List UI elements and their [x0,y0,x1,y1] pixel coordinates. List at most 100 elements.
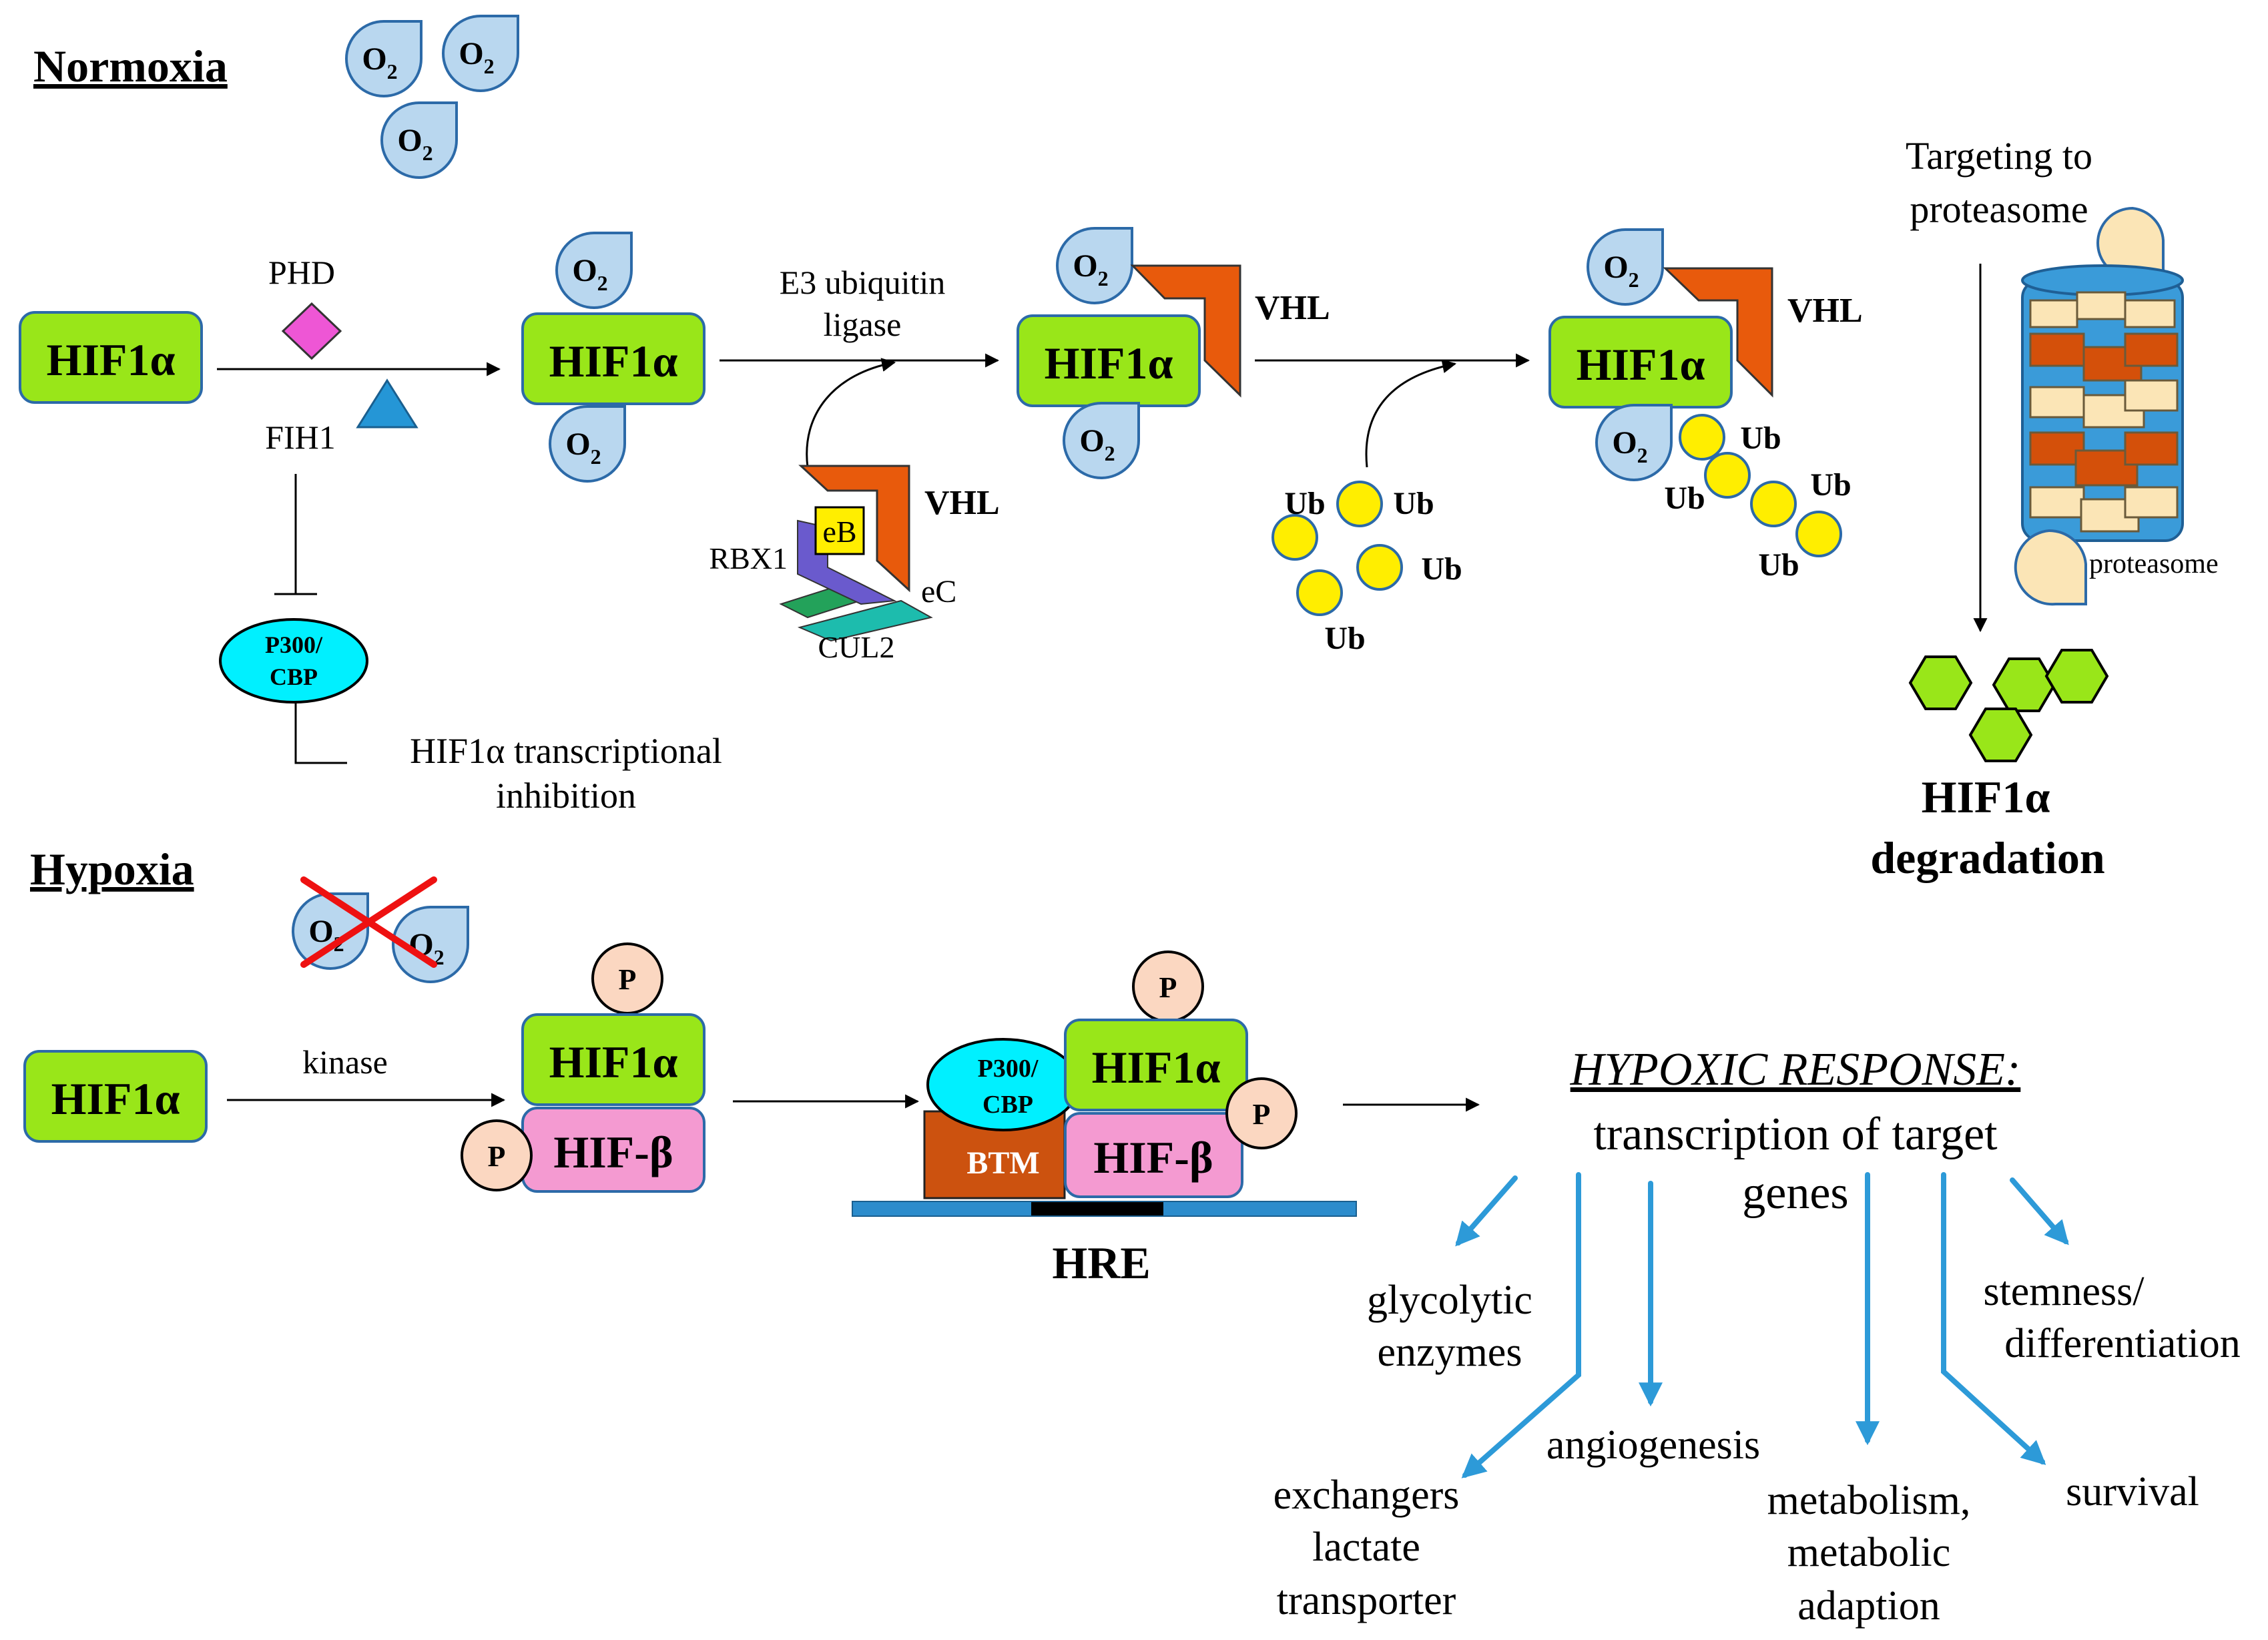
outcome-survival: survival [2066,1469,2199,1515]
svg-text:HIF1α: HIF1α [1092,1042,1221,1093]
outcome-metabolism-2: metabolic [1787,1530,1950,1575]
response-subtitle: transcription of target [1593,1109,1998,1160]
hif1a-box: HIF1α [521,312,705,405]
fih1-label: FIH1 [265,419,336,456]
o2-icon: O2 [380,101,458,179]
o2-icon: O2 [555,232,633,309]
response-subtitle-2: genes [1742,1167,1848,1219]
svg-text:P300/: P300/ [978,1055,1039,1083]
hif1a-box: HIF1α [19,311,203,404]
inhibition-text-2: inhibition [496,776,636,816]
svg-text:CBP: CBP [982,1091,1033,1119]
o2-icon: O2 [442,15,519,92]
hre-element [1031,1202,1163,1215]
p300-cbp-ellipse: P300/ CBP [926,1038,1080,1131]
o2-icon: O2 [1595,404,1673,481]
ub-label: Ub [1664,481,1705,516]
svg-text:HIF1α: HIF1α [51,1073,180,1124]
svg-text:O2: O2 [1612,425,1647,467]
e3-label: E3 ubiquitin [780,264,946,301]
ub-bead-icon [1356,544,1403,591]
outcome-glycolytic-2: enzymes [1378,1330,1522,1375]
degradation-title-2: degradation [1870,832,2104,883]
ub-label: Ub [1810,467,1851,503]
svg-text:O2: O2 [1073,248,1108,290]
e3-ligase-complex: eB [779,465,933,642]
svg-text:O2: O2 [1603,250,1639,292]
inhibition-text: HIF1α transcriptional [410,731,722,771]
kinase-label: kinase [302,1043,388,1081]
p300-cbp-ellipse: P300/ CBP [219,618,368,704]
ub-bead-icon [1271,514,1318,561]
ec-label: eC [921,574,956,609]
hif1a-box: HIF1α [1064,1019,1248,1111]
ub-label: Ub [1324,621,1365,656]
fih1-triangle-icon [356,378,418,429]
svg-text:P300/: P300/ [265,631,323,658]
svg-text:P: P [488,1140,506,1173]
vhl-label: VHL [1255,289,1330,327]
cross-icon [300,876,437,968]
ub-label: Ub [1284,486,1325,521]
vhl-chevron-icon [1130,264,1241,398]
outcome-exchangers-3: transporter [1277,1578,1456,1623]
svg-text:HIF1α: HIF1α [47,334,176,385]
proteasome-label: proteasome [2089,549,2219,579]
ub-label: Ub [1758,547,1799,583]
hifb-box: HIF-β [521,1107,705,1193]
hypoxia-title: Hypoxia [30,844,194,894]
svg-text:eB: eB [822,515,856,549]
svg-text:P: P [619,963,637,996]
outcome-exchangers: exchangers [1273,1472,1460,1518]
svg-text:P: P [1253,1098,1271,1131]
svg-text:HIF1α: HIF1α [1577,339,1705,390]
phosphate-circle-icon: P [591,942,663,1015]
cul2-label: CUL2 [818,630,895,664]
inhibition-connector [294,702,347,764]
outcome-angiogenesis: angiogenesis [1546,1422,1760,1468]
hexagon-fragment-icon [1908,649,2109,762]
svg-text:HIF-β: HIF-β [553,1127,673,1177]
hifb-box: HIF-β [1064,1112,1243,1198]
ub-label: Ub [1421,551,1462,587]
degradation-title: HIF1α [1922,772,2050,822]
response-title: HYPOXIC RESPONSE: [1570,1044,2021,1095]
vhl-label: VHL [1787,292,1863,330]
outcome-stemness-2: differentiation [2004,1321,2241,1366]
o2-icon: O2 [345,20,422,97]
outcome-stemness: stemness/ [1983,1269,2145,1314]
svg-text:O2: O2 [362,41,397,83]
svg-text:CBP: CBP [270,663,318,690]
svg-text:HIF1α: HIF1α [549,336,678,386]
hif1a-box: HIF1α [1548,316,1733,408]
e3-label-2: ligase [824,306,902,343]
o2-icon: O2 [1056,227,1133,304]
svg-text:O2: O2 [1079,423,1115,465]
normoxia-title: Normoxia [33,41,228,91]
svg-text:O2: O2 [397,123,433,165]
svg-text:P: P [1159,971,1177,1004]
outcome-metabolism-3: adaption [1797,1583,1940,1629]
svg-text:BTM: BTM [966,1145,1039,1181]
outcome-glycolytic: glycolytic [1367,1278,1532,1323]
targeting-label-2: proteasome [1910,188,2088,231]
o2-icon: O2 [1063,402,1140,479]
ub-bead-icon [1336,481,1383,527]
proteasome-barrel-icon [2014,206,2184,606]
vhl-label: VHL [924,484,1000,522]
hif1a-box: HIF1α [23,1050,208,1143]
vhl-chevron-icon [1663,267,1773,398]
phosphate-circle-icon: P [1132,950,1204,1023]
ub-chain [1679,414,1842,557]
phd-label: PHD [268,254,335,291]
o2-icon: O2 [1587,228,1664,306]
targeting-label: Targeting to [1906,134,2092,178]
hif1a-box: HIF1α [1017,314,1201,407]
hre-label: HRE [1052,1238,1150,1288]
svg-text:O2: O2 [565,427,601,469]
rbx1-label: RBX1 [709,541,788,575]
hif1a-box: HIF1α [521,1013,705,1106]
outcome-metabolism: metabolism, [1767,1478,1971,1523]
o2-icon: O2 [549,405,626,483]
